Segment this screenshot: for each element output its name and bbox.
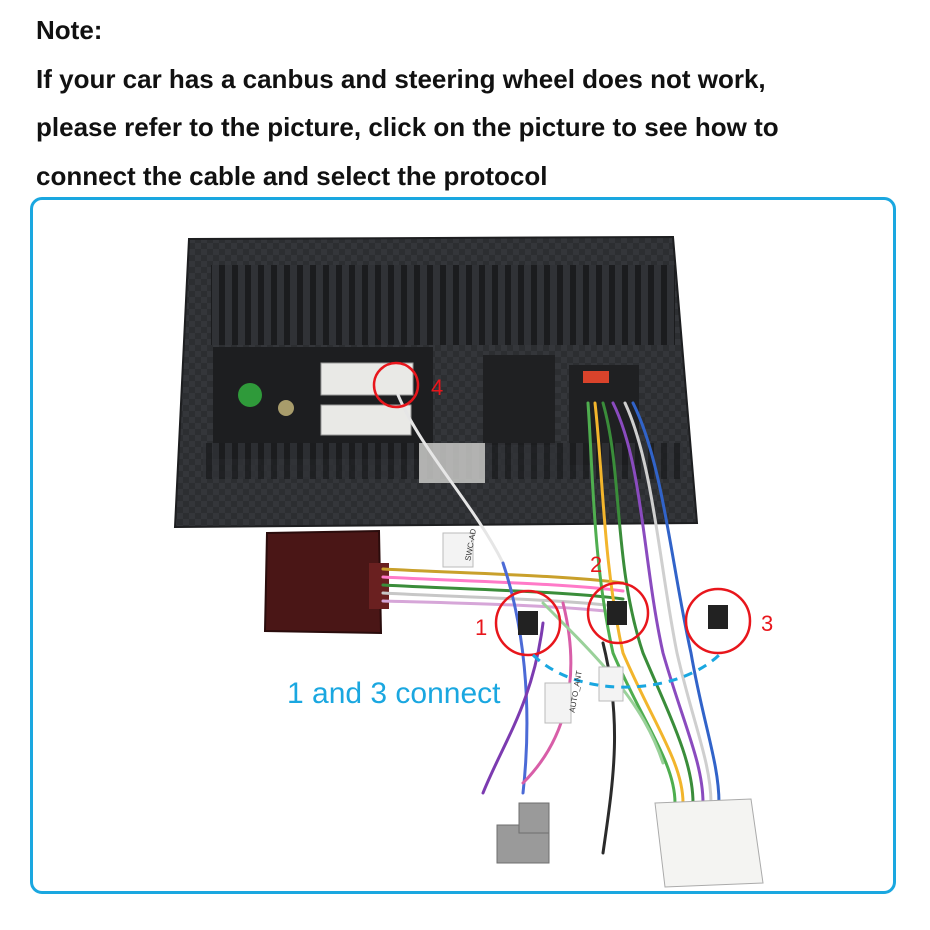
wiring-photo[interactable]: 4 1 2 3 1 and 3 connect SWC-AD AUTO_ANT [33,200,893,891]
note-line-3: connect the cable and select the protoco… [36,160,548,191]
connectors-small [518,601,728,635]
callout-number-1: 1 [475,615,487,640]
note-title: Note: [36,15,103,45]
note-block: Note: If your car has a canbus and steer… [36,6,916,200]
callout-number-4: 4 [431,375,443,400]
connector-bottom [320,404,412,436]
head-unit [173,235,699,529]
callout-number-3: 3 [761,611,773,636]
canbus-box [263,529,389,635]
note-line-2: please refer to the picture, click on th… [36,112,779,142]
connect-label: 1 and 3 connect [287,677,501,710]
wiring-photo-frame[interactable]: 4 1 2 3 1 and 3 connect SWC-AD AUTO_ANT [30,197,896,894]
note-line-1: If your car has a canbus and steering wh… [36,63,766,94]
antenna-port-icon [278,400,294,416]
callout-circle-4 [372,361,420,409]
callouts [372,361,752,657]
callout-number-2: 2 [590,552,602,577]
fuse [583,371,609,383]
connect-arc [531,651,723,689]
connector-top [320,362,414,396]
callout-circle-2 [586,581,650,645]
gps-port-icon [238,383,262,407]
wire-harness [381,393,721,855]
wire-tags [442,532,764,888]
callout-circle-1 [494,589,562,657]
main-plug [654,798,764,888]
callout-circle-3 [684,587,752,655]
